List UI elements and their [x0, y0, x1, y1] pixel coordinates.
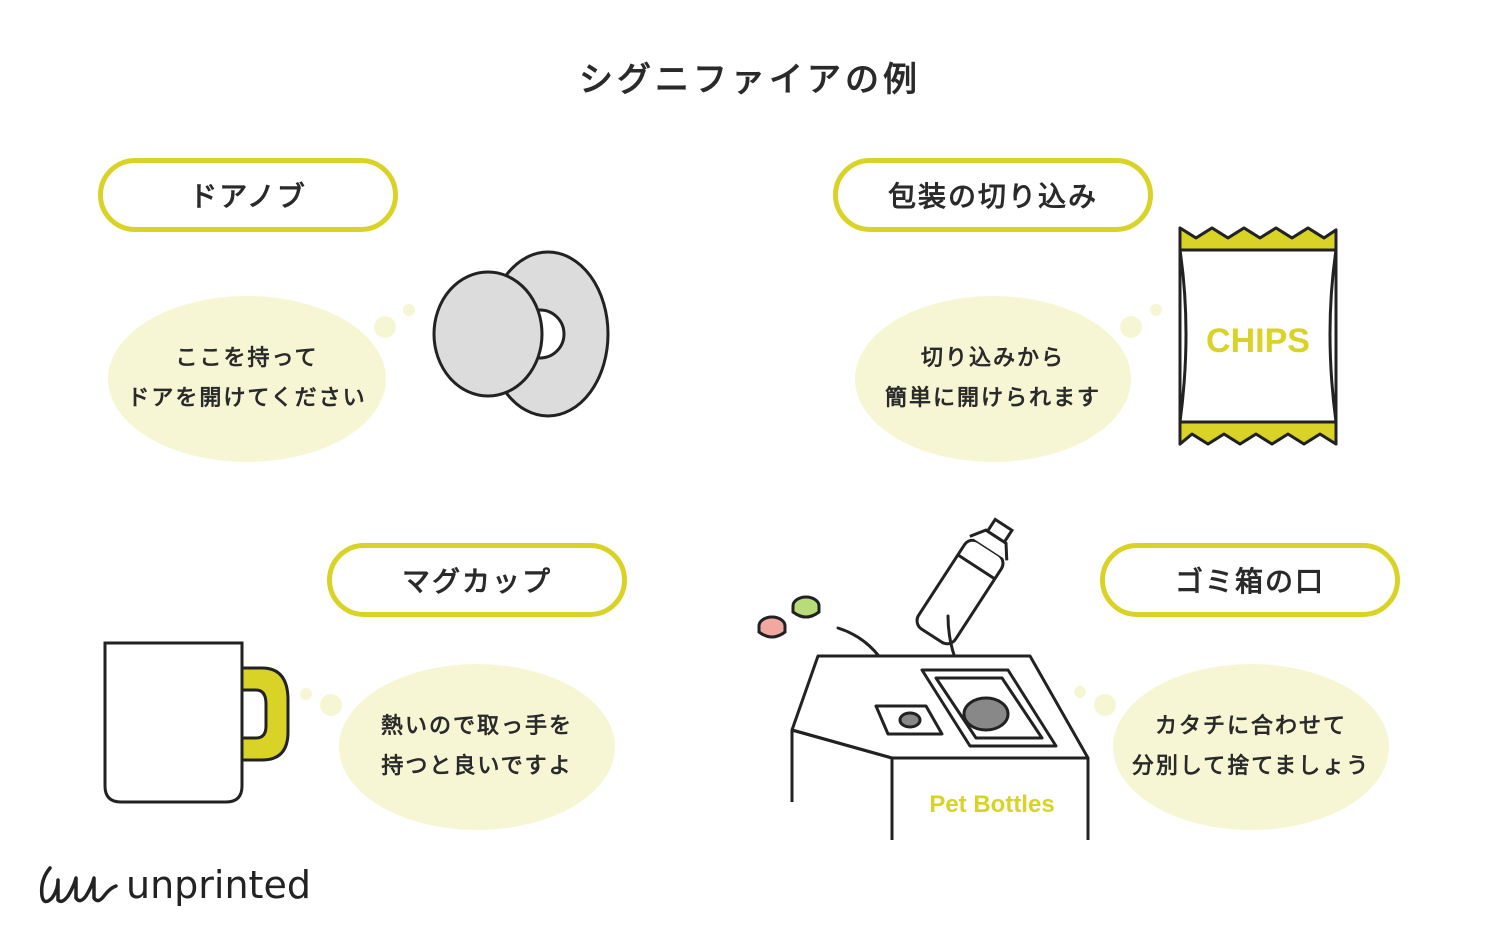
- cap-icon: [757, 615, 787, 639]
- unprinted-logo-icon: [39, 866, 118, 904]
- thought-dot: [1150, 304, 1162, 316]
- bubble-line: ドアを開けてください: [127, 386, 367, 411]
- thought-dot: [300, 688, 312, 700]
- thought-dot: [374, 316, 396, 338]
- brand-name: unprinted: [126, 863, 311, 907]
- bubble-line: ここを持って: [175, 346, 319, 371]
- label-trash-bin-text: ゴミ箱の口: [1174, 565, 1325, 598]
- pet-bottles-text: Pet Bottles: [929, 791, 1054, 818]
- thought-dot: [320, 694, 342, 716]
- label-package-notch-text: 包装の切り込み: [887, 180, 1098, 213]
- bottle-icon: [915, 517, 1015, 646]
- speech-bubble-doorknob: ここを持って ドアを開けてください: [108, 296, 386, 462]
- label-trash-bin: ゴミ箱の口: [1100, 543, 1400, 617]
- label-mug: マグカップ: [327, 543, 627, 617]
- speech-bubble-trash: カタチに合わせて 分別して捨てましょう: [1113, 664, 1389, 830]
- page-title: シグニファイアの例: [579, 60, 921, 100]
- bubble-line: 切り込みから: [920, 346, 1065, 371]
- thought-dot: [403, 304, 415, 316]
- bubble-line: 熱いので取っ手を: [380, 714, 573, 739]
- bubble-line: 簡単に開けられます: [884, 386, 1101, 411]
- label-package-notch: 包装の切り込み: [833, 158, 1153, 232]
- brand-logo: unprinted: [38, 862, 311, 908]
- thought-dot: [1074, 686, 1086, 698]
- chips-text: CHIPS: [1206, 322, 1310, 360]
- thought-dot: [1120, 316, 1142, 338]
- label-mug-text: マグカップ: [401, 565, 552, 598]
- speech-bubble-mug: 熱いので取っ手を 持つと良いですよ: [339, 664, 615, 830]
- label-doorknob: ドアノブ: [98, 158, 398, 232]
- cap-icon: [791, 595, 821, 619]
- speech-bubble-package: 切り込みから 簡単に開けられます: [855, 296, 1131, 462]
- trash-bin-icon: Pet Bottles: [757, 517, 1090, 840]
- thought-dot: [1094, 694, 1116, 716]
- bubble-line: カタチに合わせて: [1154, 714, 1347, 739]
- chips-bag-icon: CHIPS: [1178, 226, 1338, 446]
- bubble-line: 持つと良いですよ: [381, 754, 573, 779]
- mug-icon: [103, 641, 290, 804]
- bubble-line: 分別して捨てましょう: [1131, 754, 1371, 779]
- label-doorknob-text: ドアノブ: [189, 180, 307, 213]
- doorknob-icon: [432, 250, 610, 418]
